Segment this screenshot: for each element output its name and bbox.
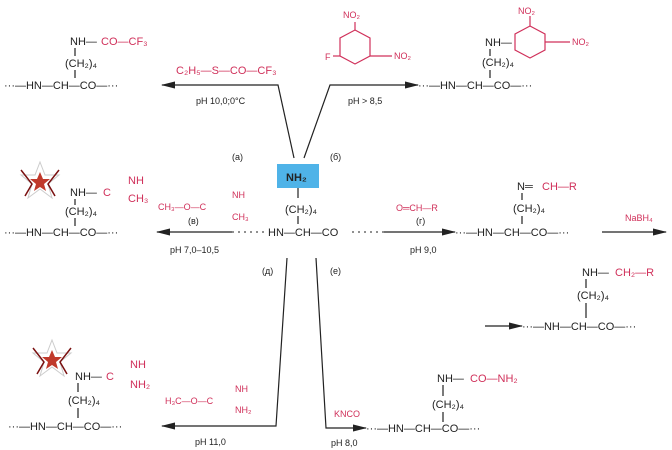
label-a: (а) <box>232 152 243 162</box>
product-chain: (CH₂)₄ <box>482 57 514 69</box>
condition: pH 10,0;0°C <box>196 96 246 106</box>
central-lysine: NH₂ (CH₂)₄ HN—CH—CO (а) (б) (д) (е) <box>232 152 384 276</box>
product-mod: CH₂—R <box>615 267 654 279</box>
product-side: NH— <box>582 267 609 279</box>
reagent: O═CH—R <box>396 203 438 213</box>
product-backbone: ···—HN—CH—CO—··· <box>418 80 532 92</box>
amine-highlight <box>277 164 319 188</box>
star-icon <box>32 339 72 377</box>
arrow-guanidination <box>160 257 288 430</box>
reduction-reaction: NaBH₄ NH— CH₂—R (CH₂)₄ ···—NH—CH—CO—··· <box>522 213 654 333</box>
no2: NO₂ <box>572 37 590 47</box>
product-backbone: ···—HN—CH—CO—··· <box>366 423 480 435</box>
product-side: NH— <box>70 36 97 48</box>
reagent-nh: NH <box>235 384 248 394</box>
benzene-ring <box>514 25 546 59</box>
label: (в) <box>188 216 199 226</box>
product-chain: (CH₂)₄ <box>513 203 545 215</box>
product-nh: NH <box>130 359 146 371</box>
label-d: (д) <box>262 266 273 276</box>
product-c: C <box>106 371 114 383</box>
schiff-base-reaction: O═CH—R (г) pH 9,0 N═ CH—R (CH₂)₄ ···—HN—… <box>396 181 577 255</box>
product-mod: CH—R <box>542 181 577 193</box>
product-side: NH— <box>75 371 102 383</box>
reagent: CH₃—O—C <box>158 202 207 212</box>
condition: pH 9,0 <box>410 245 437 255</box>
product-c: C <box>103 187 111 199</box>
product-backbone: ···—HN—CH—CO—··· <box>8 421 122 433</box>
no2: NO₂ <box>394 51 412 61</box>
trifluoroacetyl-reaction: C₂H₅—S—CO—CF₃ pH 10,0;0°C NH— CO—CF₃ (CH… <box>4 36 277 106</box>
no2: NO₂ <box>518 6 536 16</box>
carbamylation-reaction: KNCO pH 8,0 NH— CO—NH₂ (CH₂)₄ ···—HN—CH—… <box>331 373 518 448</box>
reagent: NaBH₄ <box>625 213 653 223</box>
central-amine: NH₂ <box>286 172 307 184</box>
arrow-trifluoroacetyl <box>160 81 295 159</box>
reagent-nh2: NH₂ <box>235 405 252 415</box>
product-chain: (CH₂)₄ <box>68 395 100 407</box>
reagent: KNCO <box>334 409 360 419</box>
condition: pH 7,0–10,5 <box>170 245 219 255</box>
condition: pH 11,0 <box>195 437 226 447</box>
arrow-carbamylation <box>315 257 368 432</box>
reagent-nh: NH <box>232 190 245 200</box>
reagent-ch3: CH₃ <box>232 212 249 222</box>
benzene-ring <box>339 29 371 65</box>
dinitrophenyl-reaction: NO₂ NO₂ F pH > 8,5 NH— NO₂ NO₂ (CH₂)₄ ··… <box>325 6 590 106</box>
central-backbone: HN—CH—CO <box>268 227 339 239</box>
product-mod: CO—CF₃ <box>101 36 148 48</box>
product-ch3: CH₃ <box>128 193 148 205</box>
product-chain: (CH₂)₄ <box>577 290 609 302</box>
arrow-dinitrophenyl <box>303 81 420 159</box>
product-side: NH— <box>485 37 512 49</box>
label: (г) <box>416 216 425 226</box>
condition: pH > 8,5 <box>348 96 382 106</box>
product-chain: (CH₂)₄ <box>65 58 97 70</box>
product-side: NH— <box>70 187 97 199</box>
guanidination-reaction: H₃C—O—C NH NH₂ pH 11,0 NH— C NH NH₂ (CH₂… <box>8 339 252 447</box>
reagent: H₃C—O—C <box>165 396 214 406</box>
product-backbone: ···—NH—CH—CO—··· <box>522 321 636 333</box>
label-e: (е) <box>330 266 341 276</box>
product-nh2: NH₂ <box>130 379 150 391</box>
label-b: (б) <box>330 152 341 162</box>
product-side: NH— <box>437 373 464 385</box>
product-backbone: ···—HN—CH—CO—··· <box>4 80 118 92</box>
product-chain: (CH₂)₄ <box>432 399 464 411</box>
product-side: N═ <box>517 181 533 193</box>
central-chain: (CH₂)₄ <box>285 204 317 216</box>
product-mod: CO—NH₂ <box>470 373 518 385</box>
reagent: C₂H₅—S—CO—CF₃ <box>176 65 277 77</box>
condition: pH 8,0 <box>331 438 358 448</box>
product-chain: (CH₂)₄ <box>65 206 97 218</box>
fluorine: F <box>325 52 331 62</box>
product-backbone: ···—HN—CH—CO—··· <box>455 227 569 239</box>
product-backbone: ···—HN—CH—CO—··· <box>4 227 118 239</box>
amidination-reaction: CH₃—O—C NH CH₃ (в) pH 7,0–10,5 NH— C NH … <box>4 161 249 255</box>
product-nh: NH <box>128 175 144 187</box>
no2: NO₂ <box>343 10 361 20</box>
star-icon <box>20 161 60 199</box>
